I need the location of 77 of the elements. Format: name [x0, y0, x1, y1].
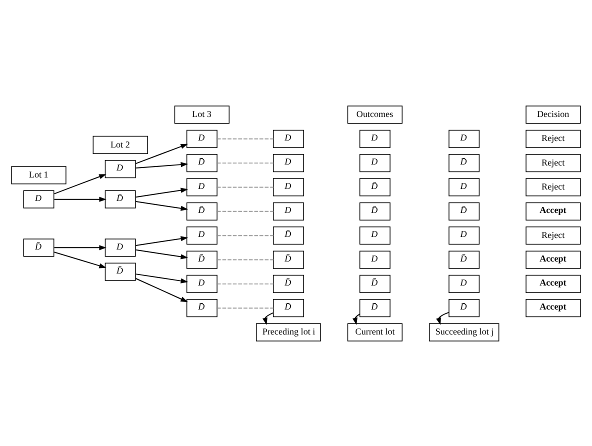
node-box: D̄ [448, 298, 480, 317]
arrow [54, 174, 106, 194]
node-box: Reject [526, 154, 581, 172]
node-box: D [448, 274, 480, 292]
node-box: D [272, 129, 304, 148]
node-box: D̄ [448, 154, 480, 172]
arrow [54, 244, 106, 250]
connector [216, 186, 274, 188]
connector [216, 138, 274, 139]
node-box: Accept [526, 298, 581, 317]
connector [216, 282, 274, 284]
node-box: D [359, 154, 390, 172]
node-box: Decision [526, 105, 581, 124]
node-box: D̄ [186, 298, 218, 317]
node-box: D [104, 238, 136, 256]
node-box: D [448, 129, 480, 148]
connector [216, 162, 274, 164]
arrow [54, 196, 106, 202]
node-box: D [359, 129, 390, 148]
node-box: Accept [526, 250, 581, 268]
node-box: D [186, 274, 218, 292]
arrow [262, 312, 274, 325]
node-box: Preceding lot i [256, 322, 321, 341]
node-box: D [23, 190, 54, 208]
node-box: D̄ [186, 154, 218, 172]
arrow [135, 187, 188, 198]
arrow [135, 162, 188, 168]
node-box: Lot 2 [92, 135, 148, 154]
node-box: D̄ [272, 298, 304, 317]
node-box: D [272, 154, 304, 172]
node-box: D̄ [186, 250, 218, 268]
connector [216, 210, 274, 212]
node-box: D [448, 178, 480, 196]
node-box: Reject [526, 226, 581, 244]
node-box: D [272, 178, 304, 196]
node-box: D̄ [23, 238, 54, 256]
node-box: D [186, 226, 218, 244]
node-box: D̄ [104, 262, 136, 280]
node-box: Accept [526, 202, 581, 220]
arrow [54, 251, 106, 268]
arrow [135, 143, 188, 164]
node-box: D̄ [272, 226, 304, 244]
node-box: D [186, 129, 218, 148]
arrow [135, 273, 188, 283]
node-box: Reject [526, 178, 581, 196]
arrow [352, 313, 360, 325]
node-box: Reject [526, 129, 581, 148]
node-box: Lot 1 [11, 166, 66, 184]
node-box: D̄ [272, 274, 304, 292]
node-box: Outcomes [347, 105, 403, 124]
node-box: D [186, 178, 218, 196]
node-box: D̄ [186, 202, 218, 220]
node-box: D [104, 160, 136, 178]
node-box: D [272, 202, 304, 220]
node-box: D̄ [359, 298, 390, 317]
node-box: D̄ [272, 250, 304, 268]
connector [216, 307, 274, 308]
arrow [135, 200, 188, 210]
node-box: D̄ [104, 190, 136, 208]
node-box: D̄ [448, 250, 480, 268]
node-box: Lot 3 [174, 105, 230, 124]
arrow [135, 248, 188, 259]
node-box: Accept [526, 274, 581, 292]
connector [216, 234, 274, 236]
node-box: D̄ [359, 178, 390, 196]
arrow [135, 278, 188, 302]
arrow [135, 236, 188, 246]
node-box: D̄ [448, 202, 480, 220]
node-box: D̄ [359, 202, 390, 220]
node-box: Succeeding lot j [428, 322, 500, 341]
node-box: D̄ [359, 274, 390, 292]
connector [216, 258, 274, 260]
arrow [436, 311, 450, 325]
node-box: D [448, 226, 480, 244]
node-box: D [359, 250, 390, 268]
node-box: D [359, 226, 390, 244]
node-box: Current lot [347, 322, 403, 341]
